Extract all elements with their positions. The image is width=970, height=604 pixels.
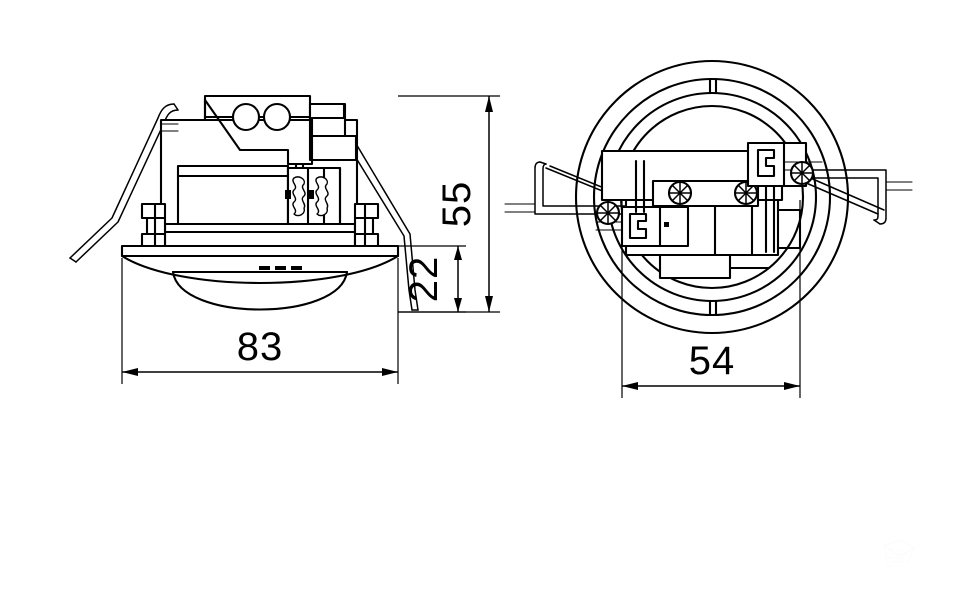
corner-watermark <box>883 539 915 567</box>
phillips-screw-2 <box>733 180 759 206</box>
pcb-block <box>176 164 290 226</box>
lens-segment-marks <box>259 266 302 270</box>
outer-flange <box>120 244 400 258</box>
dimension-22-label: 22 <box>402 256 446 303</box>
lens-dome <box>171 270 349 311</box>
dimension-83-label: 83 <box>237 325 284 369</box>
dimension-54-label: 54 <box>689 339 736 383</box>
latch-right <box>353 202 380 248</box>
phillips-screw-1 <box>667 180 693 206</box>
screw-terminal-1 <box>285 176 306 217</box>
dimension-54: 54 <box>621 200 801 398</box>
adjustment-dial-left <box>231 102 261 132</box>
plan-bracket-assembly <box>595 141 823 280</box>
sensor-body-housing <box>120 94 400 311</box>
phillips-screw-4 <box>595 200 621 226</box>
dimension-55-label: 55 <box>435 181 479 228</box>
screw-terminal-2 <box>308 176 329 217</box>
bracket-bottom-tab <box>658 253 732 280</box>
dimension-22: 22 <box>398 245 466 313</box>
lens-shoulder <box>120 254 400 285</box>
top-plan-view: 54 <box>504 59 913 398</box>
adjustment-dial-right <box>262 102 292 132</box>
dimension-55: 55 <box>398 95 500 313</box>
plan-spring-clip-left <box>504 161 651 215</box>
ring-split-notches <box>708 77 718 317</box>
phillips-screw-3 <box>789 160 815 186</box>
side-section-view: 83 55 22 <box>69 94 500 384</box>
dimension-83: 83 <box>121 258 399 384</box>
